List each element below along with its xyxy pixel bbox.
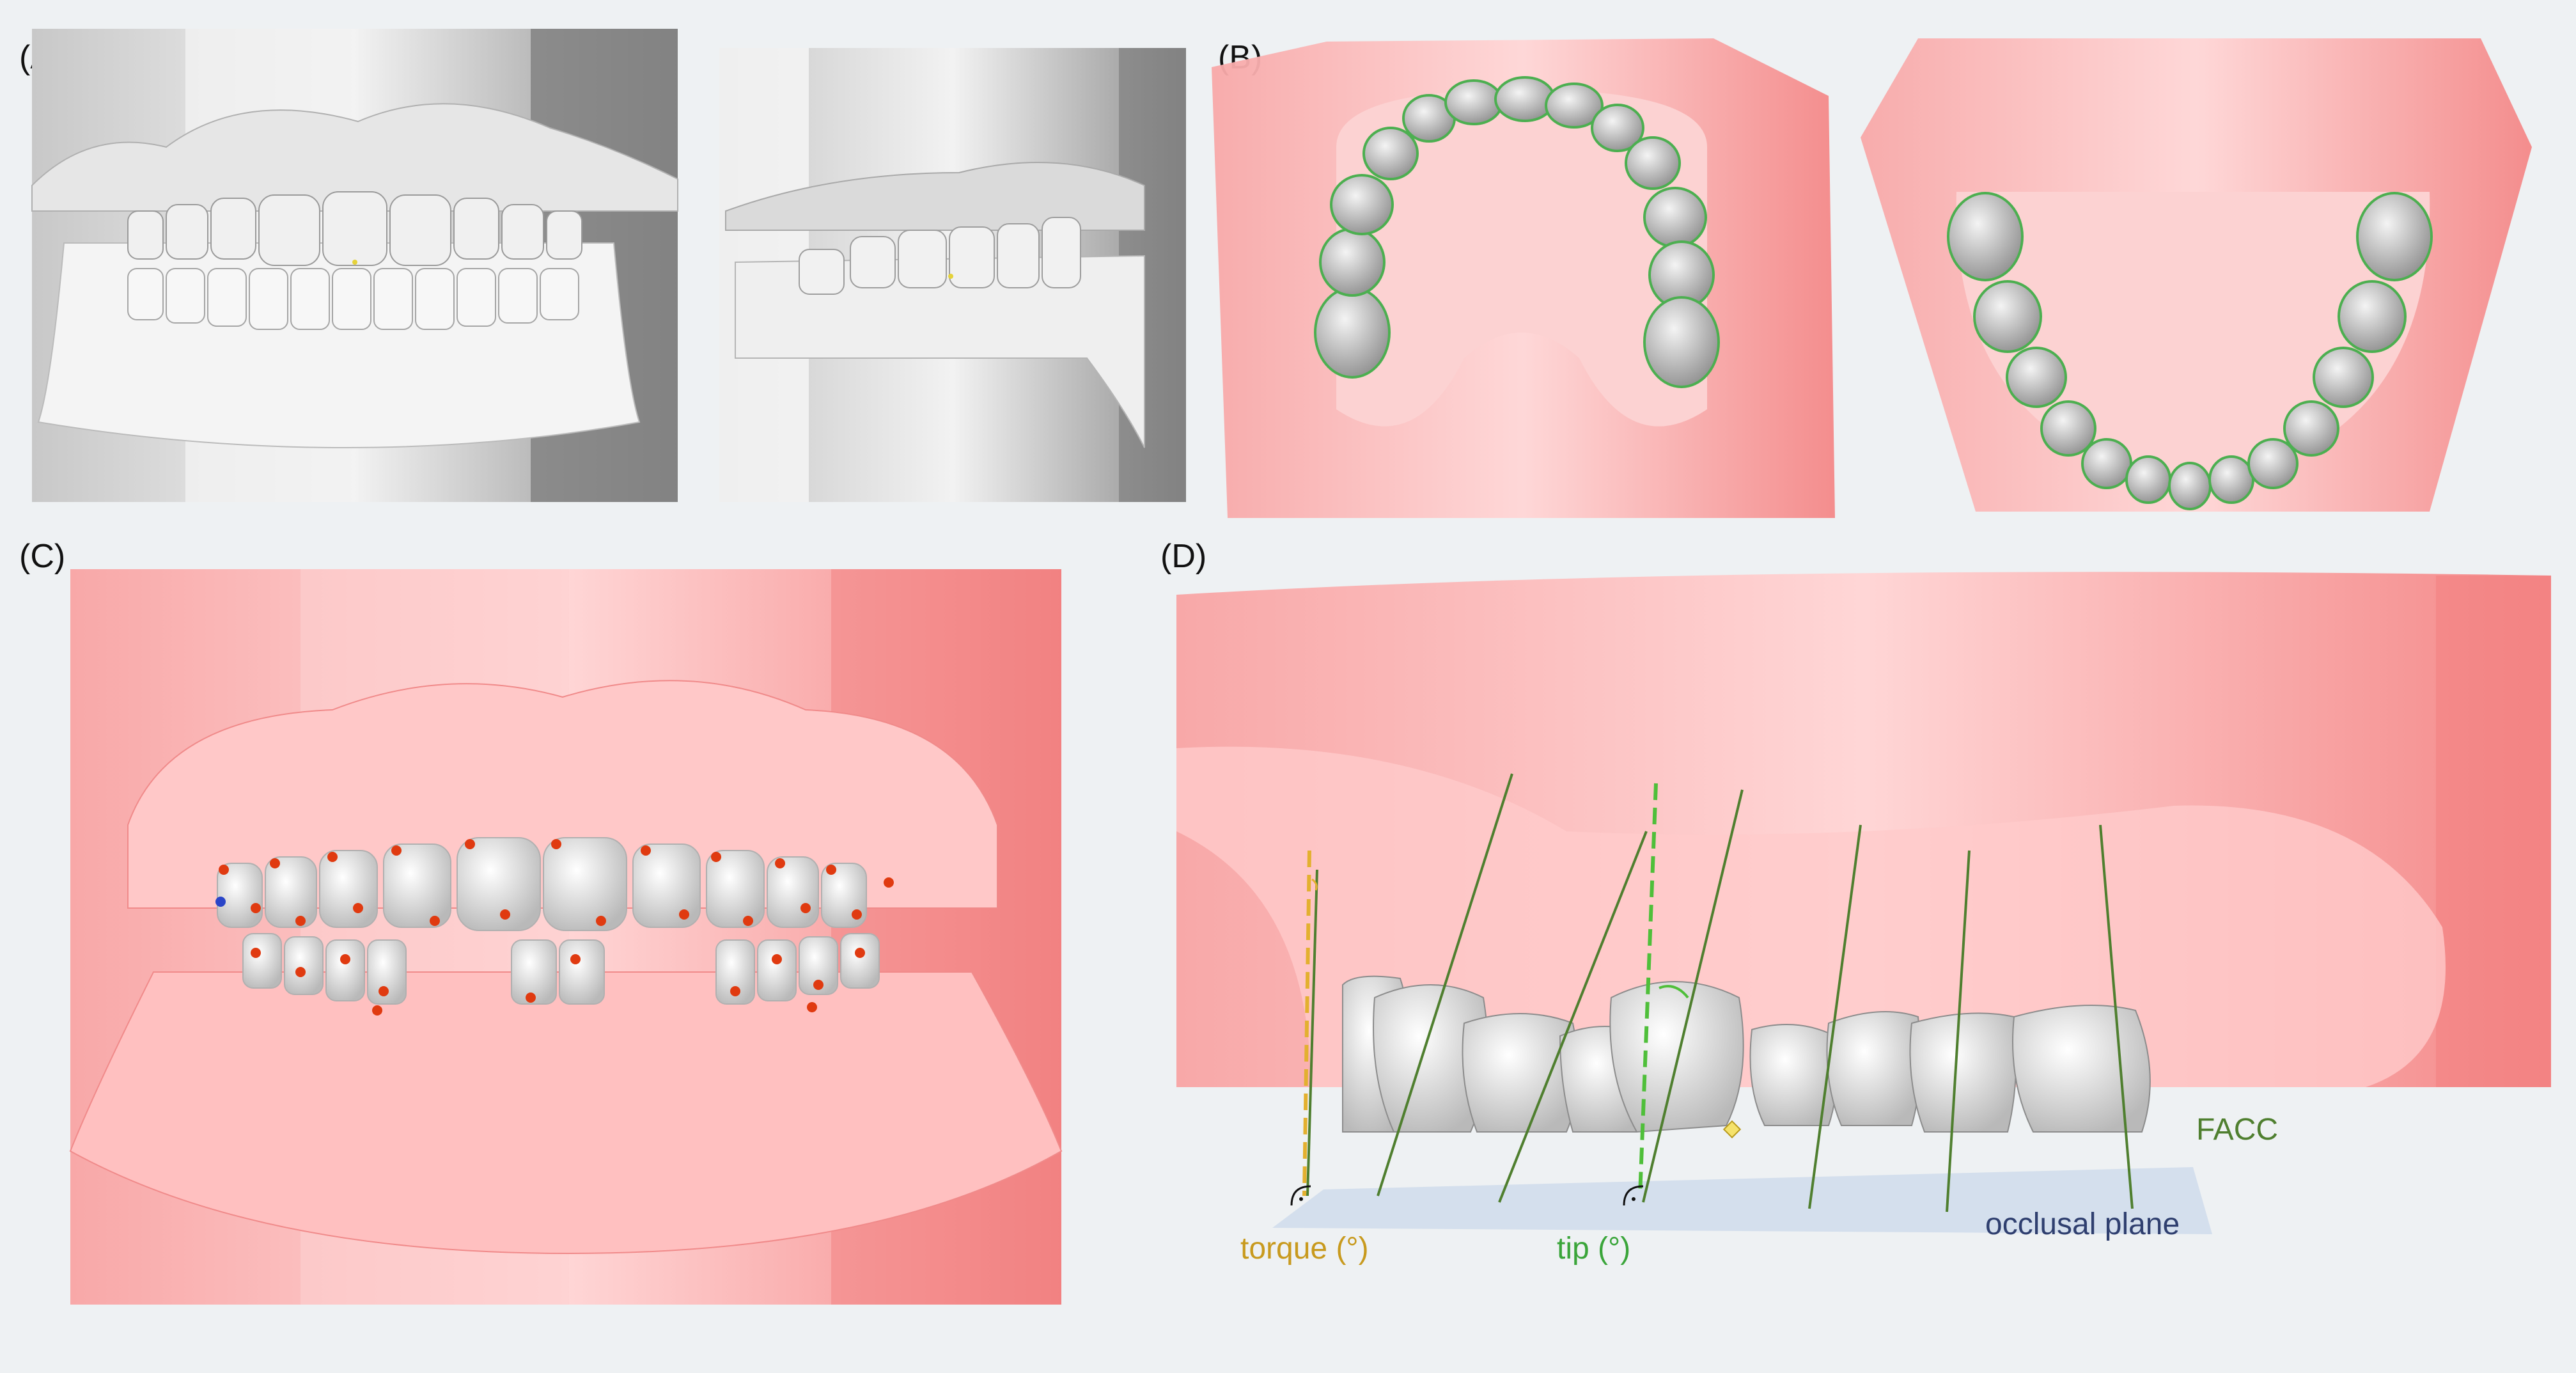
tip-line: [1638, 783, 1658, 1196]
facc-point-marker: [1722, 1120, 1742, 1139]
panel-c-teeth: [217, 837, 880, 1005]
torque-right-angle-dot: [1299, 1197, 1303, 1201]
panel-label-c: (C): [19, 538, 66, 575]
panel-a-lateral-teeth: [799, 217, 1081, 295]
torque-line: [1302, 850, 1311, 1196]
panel-b-lower-teeth: [1947, 192, 2433, 510]
panel-d-teeth: [1342, 975, 2151, 1133]
facc-lines: [1306, 773, 2134, 1212]
panel-a-frontal-model: [31, 29, 678, 502]
panel-label-d: (D): [1160, 538, 1207, 575]
tip-right-angle-dot: [1632, 1197, 1635, 1201]
tip-angle-arc: [1659, 985, 1689, 999]
panel-a-lower-teeth: [127, 268, 579, 330]
panel-b-upper-occlusal: [1212, 38, 1835, 518]
facc-label: FACC: [2196, 1113, 2278, 1147]
torque-angle-arc: [1311, 878, 1318, 891]
panel-a-upper-teeth: [127, 191, 582, 266]
tip-label: tip (°): [1557, 1232, 1630, 1266]
panel-b-upper-teeth: [1314, 76, 1720, 388]
tip-right-angle: [1623, 1185, 1644, 1206]
panel-a-marker-dot: [352, 260, 357, 265]
panel-c-reference-point: [215, 897, 226, 907]
occlusal-plane: [1272, 1167, 2212, 1234]
occlusal-plane-label: occlusal plane: [1985, 1207, 2180, 1241]
torque-right-angle: [1290, 1185, 1311, 1206]
torque-label: torque (°): [1240, 1232, 1369, 1266]
panel-c-landmark-points: [219, 839, 894, 1016]
panel-c-landmark-model: [69, 569, 1063, 1305]
panel-d-angle-model: torque (°) tip (°) occlusal plane FACC: [1176, 572, 2551, 1266]
panel-b-lower-occlusal: [1861, 38, 2532, 512]
panel-a-lateral-model: [719, 48, 1186, 502]
panel-a-lateral-marker-dot: [948, 274, 953, 279]
